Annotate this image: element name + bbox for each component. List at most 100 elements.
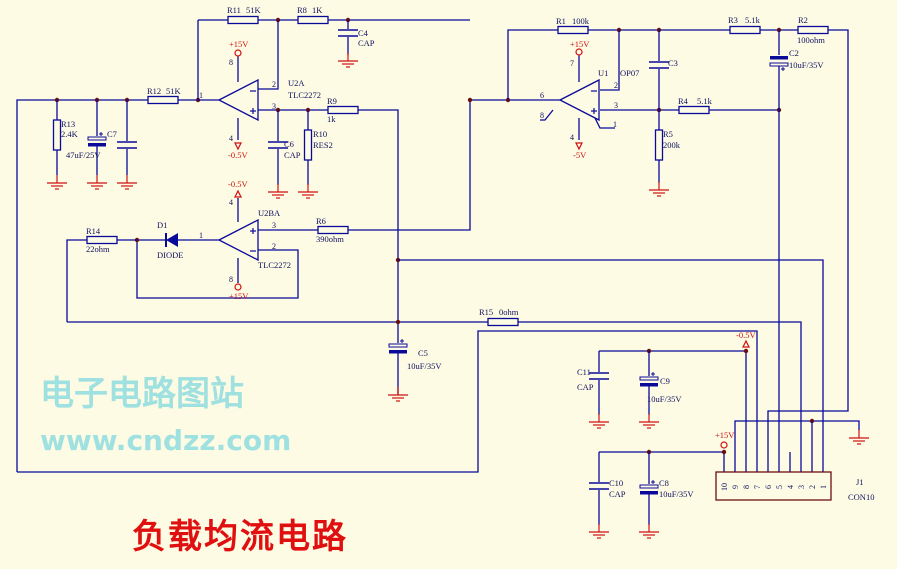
j1-pin-4: 4: [786, 485, 795, 489]
u1-vplus-label: +15V: [570, 39, 590, 49]
u2ba-pin-1: 1: [199, 231, 203, 240]
electrolytic-plate: [639, 484, 659, 489]
j1-pin-9: 9: [731, 485, 740, 489]
resistor: [327, 105, 359, 115]
capacitor-gap: [117, 141, 137, 149]
u2a-ref: U2A: [288, 78, 305, 88]
watermark-cn: 电子电路图站: [40, 374, 244, 414]
electrolytic-plate: [640, 383, 658, 387]
j1-pin-6: 6: [764, 485, 773, 489]
r15-value: 0ohm: [499, 307, 519, 317]
u1-pin-8: 8: [540, 111, 544, 120]
capacitor-gap: [649, 61, 669, 69]
junction-node: [721, 449, 727, 455]
resistor: [52, 119, 62, 151]
resistor: [487, 317, 519, 327]
c9-value: 10uF/35V: [647, 394, 682, 404]
j1-ref: J1: [856, 477, 864, 487]
c4-ref: C4: [358, 28, 369, 38]
c2-value: 10uF/35V: [789, 60, 824, 70]
resistor: [317, 225, 349, 235]
capacitor-gap: [639, 376, 659, 386]
wire: [67, 321, 802, 472]
capacitor-gap: [639, 484, 659, 494]
j1-pin-3: 3: [797, 485, 806, 489]
r12-ref: R12: [147, 86, 161, 96]
r5-value: 200k: [663, 140, 681, 150]
resistor: [303, 129, 313, 161]
opamp-icon: [217, 78, 259, 122]
wire: [600, 30, 620, 91]
j1-pin-2: 2: [808, 485, 817, 489]
watermark-url: www.cndzz.com: [40, 424, 291, 457]
opamp-icon: [217, 218, 259, 262]
c9-ref: C9: [660, 376, 670, 386]
j1-pin-10: 10: [720, 483, 729, 491]
vee-icon: [742, 339, 750, 348]
u1-value: OP07: [620, 68, 639, 78]
r13-value: 2.4K: [61, 129, 79, 139]
wire: [258, 20, 279, 90]
vee-icon: [575, 142, 583, 151]
c5-ref: C5: [418, 348, 428, 358]
r4-value: 5.1k: [697, 96, 713, 106]
electrolytic-plate: [87, 136, 107, 141]
u2a-pin-2: 2: [272, 80, 276, 89]
r14-value: 22ohm: [86, 244, 110, 254]
u1-pin-3: 3: [614, 101, 618, 110]
d1-value: DIODE: [157, 250, 183, 260]
vcc-icon: [234, 283, 242, 291]
u1-pin-7: 7: [570, 59, 574, 68]
c11-value: CAP: [577, 382, 594, 392]
u2ba-pin-3: 3: [272, 221, 276, 230]
r1-value: 100k: [572, 16, 590, 26]
vee-icon: [234, 189, 242, 198]
c5-value: 10uF/35V: [407, 361, 442, 371]
r2-ref: R2: [798, 15, 808, 25]
wire: [734, 420, 860, 472]
vee-icon: [234, 142, 242, 151]
electrolytic-plate: [88, 143, 106, 147]
j1-pin-labels: 10 9 8 7 6 5 4 3 2 1: [720, 483, 828, 491]
u2a-vminus-label: -0.5V: [228, 150, 248, 160]
c8-ref: C8: [659, 478, 669, 488]
electrolytic-plate: [769, 62, 789, 67]
resistor: [227, 15, 259, 25]
resistor: [654, 129, 664, 161]
u2ba-pin-4: 4: [229, 198, 233, 207]
u2ba-pin-2: 2: [272, 242, 276, 251]
wire: [258, 109, 399, 395]
r6-ref: R6: [316, 216, 326, 226]
d1-ref: D1: [157, 220, 167, 230]
c6-value: CAP: [284, 150, 301, 160]
vcc-icon: [720, 441, 728, 449]
wire: [136, 239, 299, 299]
j1-pos15-label: +15V: [715, 430, 735, 440]
resistor: [147, 95, 179, 105]
electrolytic-plate: [640, 491, 658, 495]
capacitor-gap: [589, 372, 609, 380]
electrolytic-plate: [389, 350, 407, 354]
r9-ref: R9: [327, 96, 337, 106]
r3-value: 5.1k: [745, 15, 761, 25]
u2a-pin-3: 3: [272, 102, 276, 111]
c4-value: CAP: [358, 38, 375, 48]
c10-ref: C10: [609, 478, 623, 488]
r14-ref: R14: [86, 226, 101, 236]
r12-value: 51K: [166, 86, 182, 96]
resistor: [297, 15, 329, 25]
r4-ref: R4: [678, 96, 689, 106]
u1-pin-1: 1: [613, 120, 617, 129]
resistor: [797, 25, 829, 35]
diagram-title: 负载均流电路: [132, 517, 348, 557]
j1-pin-8: 8: [742, 485, 751, 489]
vcc-icon: [234, 49, 242, 57]
c11-ref: C11: [577, 367, 591, 377]
u1-pin-6: 6: [540, 91, 544, 100]
vcc-icon: [575, 48, 583, 56]
r11-value: 51K: [246, 5, 262, 15]
capacitor-gap: [769, 55, 789, 65]
c10-value: CAP: [609, 489, 626, 499]
resistor: [557, 25, 589, 35]
